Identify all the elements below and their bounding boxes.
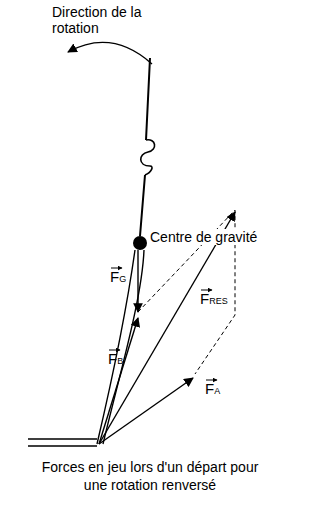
athlete-arms <box>140 58 150 236</box>
figure-caption: Forces en jeu lors d'un départ pour une … <box>40 458 260 494</box>
rotation-arrow <box>68 42 152 64</box>
force-a-arrow <box>99 378 193 444</box>
athlete-head <box>141 140 155 175</box>
force-gravity-arrow <box>137 250 138 312</box>
vector-label: FG <box>110 269 126 287</box>
vector-label: FRES <box>200 291 228 309</box>
gravity-center-dot <box>133 236 147 250</box>
rotation-label: Direction de la rotation <box>52 4 152 36</box>
vector-label: FB <box>108 351 123 369</box>
athlete-legs <box>97 250 144 444</box>
gravity-label: Centre de gravité <box>148 229 259 245</box>
force-resultant-arrow <box>99 212 235 444</box>
diving-board <box>28 439 97 446</box>
vector-label: FA <box>205 381 220 399</box>
force-reaction-arrow <box>99 318 138 444</box>
